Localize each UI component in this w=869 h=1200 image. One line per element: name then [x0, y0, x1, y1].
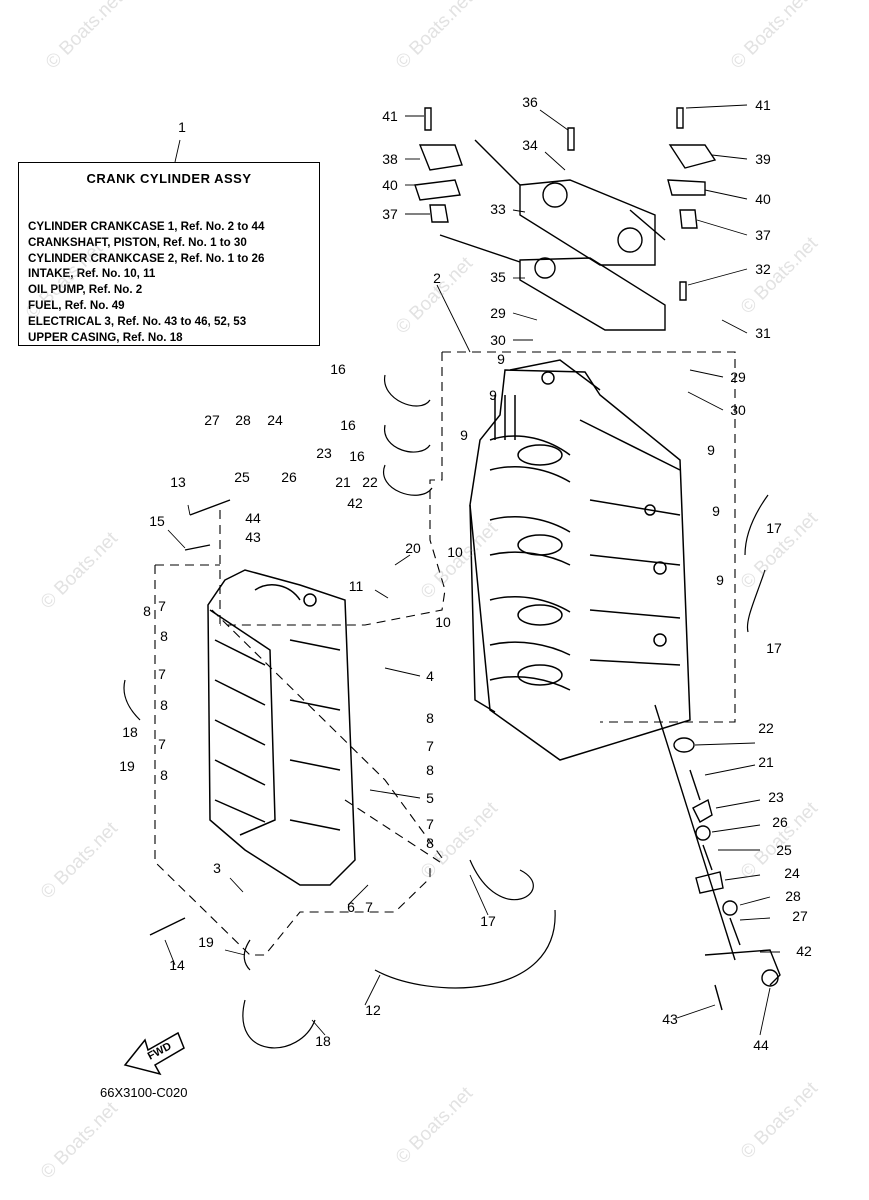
- right-part-stack: [654, 704, 781, 1011]
- legend-line: CYLINDER CRANKCASE 2, Ref. No. 1 to 26: [28, 251, 265, 265]
- legend-title: CRANK CYLINDER ASSY: [86, 171, 252, 186]
- assembly-legend-box: CRANK CYLINDER ASSY CYLINDER CRANKCASE 1…: [18, 162, 320, 346]
- legend-lines: CYLINDER CRANKCASE 1, Ref. No. 2 to 44 C…: [28, 219, 264, 345]
- top-covers: [414, 139, 717, 331]
- legend-line: UPPER CASING, Ref. No. 18: [28, 330, 183, 344]
- crankcase-2-block: [207, 569, 356, 886]
- fwd-arrow-icon: [123, 1031, 185, 1076]
- dashed-assembly-outline: [154, 351, 736, 956]
- legend-line: INTAKE, Ref. No. 10, 11: [28, 267, 156, 281]
- legend-line: CYLINDER CRANKCASE 1, Ref. No. 2 to 44: [28, 220, 265, 233]
- legend-line: ELECTRICAL 3, Ref. No. 43 to 46, 52, 53: [28, 314, 247, 328]
- legend-line: FUEL, Ref. No. 49: [28, 298, 125, 312]
- figure-code: 66X3100-C020: [100, 1085, 188, 1100]
- crankcase-1-block: [469, 359, 691, 761]
- leader-lines: [164, 104, 780, 1036]
- legend-line: OIL PUMP, Ref. No. 2: [28, 283, 143, 297]
- bolts: [149, 107, 687, 936]
- hoses: [123, 374, 769, 1049]
- legend-line: CRANKSHAFT, PISTON, Ref. No. 1 to 30: [28, 235, 247, 249]
